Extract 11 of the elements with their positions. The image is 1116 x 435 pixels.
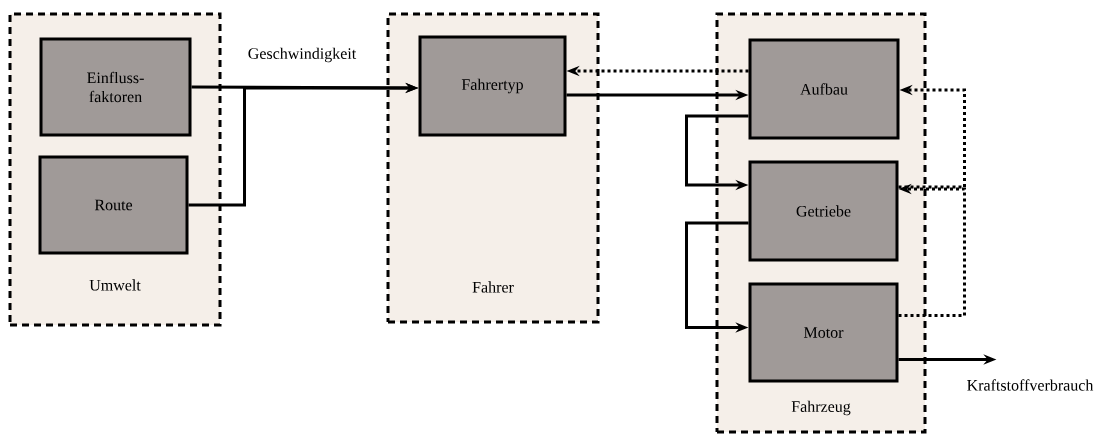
group-label: Umwelt	[89, 279, 141, 291]
edge-label: Kraftstoffverbrauch	[965, 378, 1095, 392]
group-label: Fahrer	[472, 281, 514, 293]
process-box: Aufbau	[748, 38, 900, 140]
process-box: Fahrertyp	[418, 35, 567, 137]
group-label: Fahrzeug	[791, 400, 851, 416]
process-box: Motor	[748, 282, 899, 383]
process-box: Getriebe	[748, 160, 899, 262]
process-box: Einfluss- faktoren	[39, 37, 192, 137]
process-box: Route	[38, 155, 189, 255]
edge-label: Geschwindigkeit	[246, 46, 358, 64]
